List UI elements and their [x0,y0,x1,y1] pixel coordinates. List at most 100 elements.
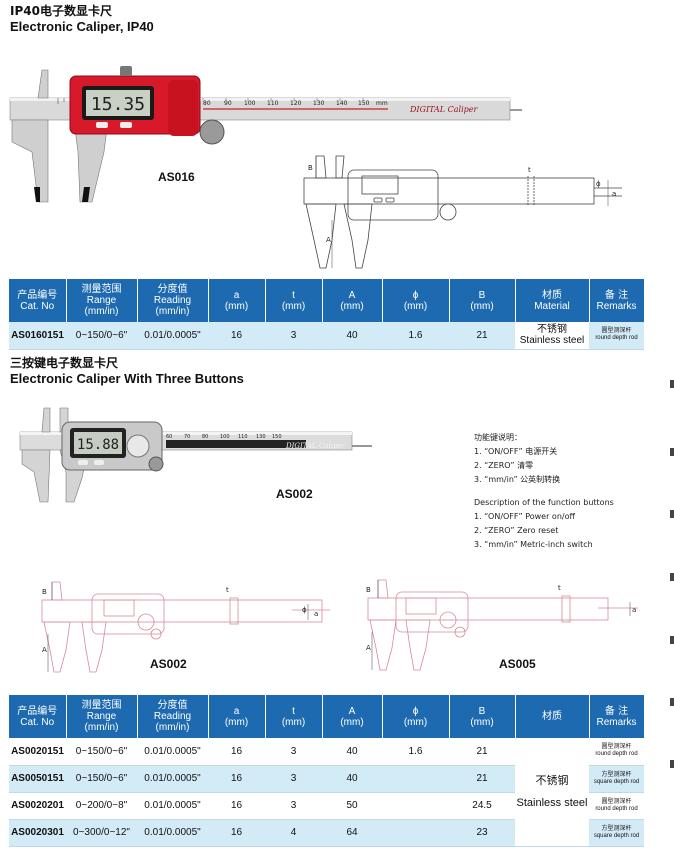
cell-remarks: 圆型测深杆 round depth rod [589,322,644,350]
cell-reading: 0.01/0.0005" [137,322,208,350]
cell-A: 64 [322,819,382,847]
edge-mark [670,380,674,388]
edge-mark [670,510,674,518]
svg-text:t: t [528,166,531,174]
svg-text:B: B [42,588,47,596]
svg-text:DIGITAL Caliper: DIGITAL Caliper [285,442,346,450]
svg-text:A: A [326,236,331,244]
th-a: a(mm) [208,695,266,738]
svg-text:A: A [42,646,47,654]
cell-t: 3 [265,765,322,793]
table-row: AS0050151 0~150/0~6" 0.01/0.0005" 16 3 4… [9,765,644,793]
th-material: 材质 [515,695,590,738]
svg-text:90: 90 [224,100,232,107]
material-cn: 不锈钢 [535,773,569,787]
table-row: AS0160151 0~150/0~6" 0.01/0.0005" 16 3 4… [9,322,644,350]
remark-cn: 圆型测深杆 [601,328,632,335]
function-keys-cn: 功能键说明： 1. “ON/OFF” 电源开关 2. “ZERO” 清零 3. … [474,431,560,487]
function-keys-en: Description of the function buttons 1. “… [474,496,614,552]
cell-B: 21 [449,322,515,350]
cell-a: 16 [208,765,265,793]
svg-text:100: 100 [244,100,256,107]
th-a: a(mm) [208,279,266,322]
as005-diagram-label: AS005 [499,657,536,671]
svg-text:150: 150 [358,100,370,107]
cell-A: 40 [322,738,382,766]
svg-text:mm: mm [376,100,388,107]
cell-reading: 0.01/0.0005" [137,819,208,847]
th-B: B(mm) [449,695,516,738]
function-key-en-2: 2. “ZERO” Zero reset [474,526,559,535]
svg-text:t: t [558,584,561,592]
svg-text:110: 110 [238,434,248,440]
svg-text:DIGITAL Caliper: DIGITAL Caliper [409,105,479,114]
th-phi: ɸ(mm) [382,695,450,738]
svg-text:120: 120 [290,100,302,107]
edge-mark [670,760,674,768]
cell-A: 40 [322,765,382,793]
th-t: t(mm) [265,695,323,738]
table-row: AS0020151 0~150/0~6" 0.01/0.0005" 16 3 4… [9,738,644,847]
edge-mark [670,698,674,706]
svg-text:ɸ: ɸ [302,606,307,614]
edge-mark [670,448,674,456]
section2-title-cn: 三按键电子数显卡尺 [10,356,119,370]
cell-cat: AS0160151 [9,322,66,350]
material-en: Stainless steel [519,335,585,347]
cell-range: 0~200/0~8" [66,792,137,820]
svg-text:150: 150 [272,434,282,440]
remark-en: round depth rod [595,335,638,342]
svg-text:a: a [314,610,318,618]
svg-text:B: B [366,586,371,594]
function-key-cn-2: 2. “ZERO” 清零 [474,461,534,470]
cell-phi: 1.6 [382,738,449,766]
svg-text:80: 80 [202,434,208,440]
table-row: AS0020301 0~300/0~12" 0.01/0.0005" 16 4 … [9,819,644,847]
svg-text:100: 100 [220,434,230,440]
cell-B: 21 [449,765,515,793]
cell-B: 24.5 [449,792,515,820]
as002-diagram-label: AS002 [150,657,187,671]
cell-a: 16 [208,322,265,350]
material-en: Stainless steel [516,796,588,809]
cell-range: 0~150/0~6" [66,322,137,350]
svg-text:60: 60 [166,434,172,440]
as016-lcd-reading: 15.35 [91,94,145,115]
function-key-en-3: 3. “mm/in” Metric-inch switch [474,540,593,549]
th-A: A(mm) [322,695,383,738]
svg-text:B: B [308,164,313,172]
section1-title-cn: IP40电子数显卡尺 [10,4,112,18]
cell-range: 0~300/0~12" [66,819,137,847]
cell-material-merged: 不锈钢 Stainless steel [515,738,589,847]
cell-material: 不锈钢 Stainless steel [515,322,589,350]
edge-mark [670,636,674,644]
cell-t: 3 [265,792,322,820]
cell-A: 50 [322,792,382,820]
as016-model-label: AS016 [158,170,195,184]
material-cn: 不锈钢 [537,324,567,336]
cell-B: 23 [449,819,515,847]
table-row: AS0020201 0~200/0~8" 0.01/0.0005" 16 3 5… [9,792,644,820]
cell-reading: 0.01/0.0005" [137,765,208,793]
cell-cat: AS0020201 [9,792,66,820]
function-keys-cn-title: 功能键说明： [474,433,522,442]
th-phi: ɸ(mm) [382,279,450,322]
cell-B: 21 [449,738,515,766]
cell-reading: 0.01/0.0005" [137,792,208,820]
svg-text:110: 110 [267,100,279,107]
